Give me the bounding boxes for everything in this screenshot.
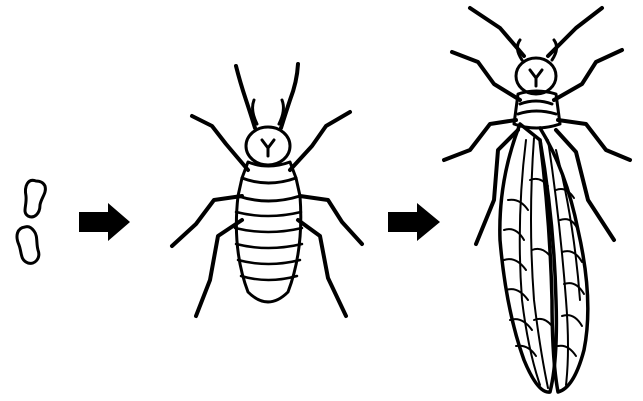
life-cycle-diagram xyxy=(0,0,643,401)
